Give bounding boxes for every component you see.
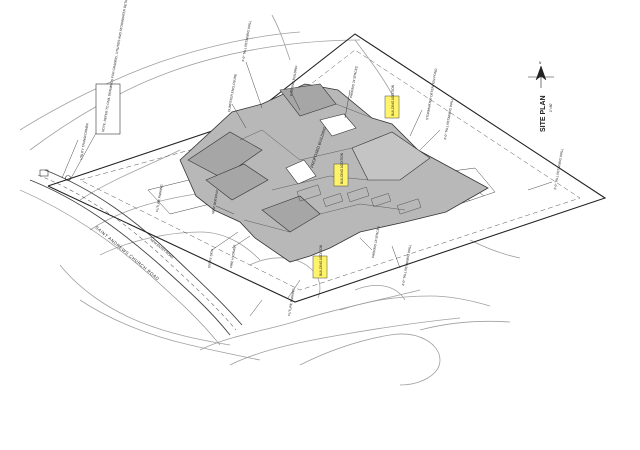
hydrant-symbol bbox=[65, 175, 71, 181]
contour-line bbox=[419, 320, 511, 331]
room-block bbox=[322, 193, 344, 207]
note-box bbox=[95, 83, 121, 135]
building-wing bbox=[351, 131, 431, 181]
contour-line bbox=[271, 14, 291, 61]
road-centerline bbox=[37, 174, 237, 331]
north-arrow: N bbox=[528, 61, 554, 88]
courtyard bbox=[319, 113, 357, 137]
leader-line bbox=[359, 237, 373, 251]
contour-line bbox=[339, 295, 491, 311]
contour-lines bbox=[19, 14, 521, 386]
contour-line bbox=[354, 285, 406, 301]
contour-line bbox=[354, 39, 396, 101]
leader-line bbox=[215, 205, 235, 215]
callout-a: BUILDING ADDITION bbox=[384, 84, 400, 119]
leader-line bbox=[287, 279, 301, 299]
contour-line bbox=[29, 39, 361, 151]
contour-line bbox=[299, 333, 441, 386]
callout-c: BUILDING ADDITION bbox=[312, 244, 328, 279]
sign-symbol bbox=[39, 169, 49, 177]
leader-line bbox=[245, 61, 263, 109]
leader-line bbox=[527, 181, 553, 191]
leader-line bbox=[231, 103, 247, 129]
contour-line bbox=[249, 257, 321, 299]
label-retaining-wall: 3'-0" TALL RETAINING WALL bbox=[241, 20, 252, 62]
drawing-title: SITE PLAN bbox=[540, 95, 547, 132]
contour-line bbox=[469, 239, 521, 259]
leader-line bbox=[391, 245, 401, 269]
callout-text: BUILDING ADDITION bbox=[340, 152, 344, 184]
label-parking-count: PARKING 24 SPACES bbox=[349, 66, 359, 98]
contour-line bbox=[99, 231, 261, 261]
label-existing-building: EXISTING BUILDING bbox=[289, 65, 298, 97]
contour-line bbox=[59, 264, 231, 346]
label-utility-transformer: UTILITY TRANSFORMER bbox=[79, 122, 90, 160]
north-label: N bbox=[539, 61, 542, 65]
title-block: SITE PLAN 1"=80' bbox=[540, 95, 553, 132]
room-block bbox=[397, 198, 422, 215]
callout-b: BUILDING ADDITION bbox=[333, 152, 349, 187]
room-block bbox=[347, 186, 370, 203]
leader-line bbox=[61, 139, 79, 179]
wall-line bbox=[299, 147, 353, 161]
callout-highlight bbox=[312, 255, 328, 279]
label-sidewalk: NEW SIDEWALK bbox=[211, 188, 219, 214]
setback-line bbox=[79, 49, 581, 291]
wall-line bbox=[271, 175, 331, 191]
drawing-scale: 1"=80' bbox=[549, 103, 553, 112]
label-parking-count: PARKING 18 SPACES bbox=[371, 226, 381, 258]
leader-line bbox=[249, 299, 263, 317]
entry-marker bbox=[39, 169, 71, 181]
label-retaining-wall-east: 3'-0" TALL RETAINING WALL bbox=[553, 148, 564, 190]
room-block bbox=[370, 193, 392, 207]
label-dumpster: DUMPSTER ENCLOSURE bbox=[227, 73, 238, 112]
contour-line bbox=[79, 299, 261, 361]
wall-line bbox=[359, 203, 406, 211]
annotations: 3'-0" TALL RETAINING WALL EXISTING BUILD… bbox=[79, 20, 564, 316]
label-detention-pond: STORMWATER DETENTION POND bbox=[425, 68, 438, 121]
note-block: NOTE: REFER TO CIVIL DRAWINGS FOR GRADIN… bbox=[95, 0, 129, 135]
wall-line bbox=[239, 129, 263, 141]
wall-line bbox=[335, 103, 373, 119]
callout-highlight bbox=[384, 95, 400, 119]
courtyard bbox=[285, 159, 317, 185]
label-entry-sign: ENTRY SIGN bbox=[207, 248, 214, 268]
contour-line bbox=[79, 149, 181, 201]
label-retaining-wall: 4'-0" TALL RETAINING WALL bbox=[401, 244, 412, 286]
road-edge bbox=[29, 179, 231, 336]
wall-line bbox=[319, 203, 361, 215]
building-wing bbox=[205, 163, 269, 201]
road-edge bbox=[19, 189, 221, 346]
label-future-parking: FUTURE PARKING bbox=[155, 183, 164, 212]
building-wing bbox=[187, 131, 263, 179]
wall-line bbox=[243, 219, 291, 233]
wall-line bbox=[261, 129, 301, 161]
label-future-parking: FUTURE PARKING bbox=[287, 287, 296, 316]
leader-line bbox=[344, 89, 351, 119]
label-fire-hydrant: FIRE HYDRANT bbox=[229, 244, 237, 268]
road-edge bbox=[44, 169, 243, 326]
callout-text: BUILDING ADDITION bbox=[391, 84, 395, 116]
leader-line bbox=[409, 109, 423, 137]
contour-line bbox=[229, 317, 461, 366]
leader-line bbox=[289, 89, 301, 111]
leader-line bbox=[419, 129, 441, 151]
interior-lines bbox=[239, 103, 422, 233]
callout-highlight bbox=[333, 163, 349, 187]
label-retaining-wall: 3'-0" TALL RETAINING WALL bbox=[443, 98, 454, 140]
contour-line bbox=[199, 289, 421, 351]
callout-text: BUILDING ADDITION bbox=[319, 244, 323, 276]
leader-line bbox=[231, 235, 251, 249]
leader-line bbox=[211, 231, 239, 251]
room-block bbox=[296, 184, 322, 202]
contour-line bbox=[19, 31, 301, 131]
